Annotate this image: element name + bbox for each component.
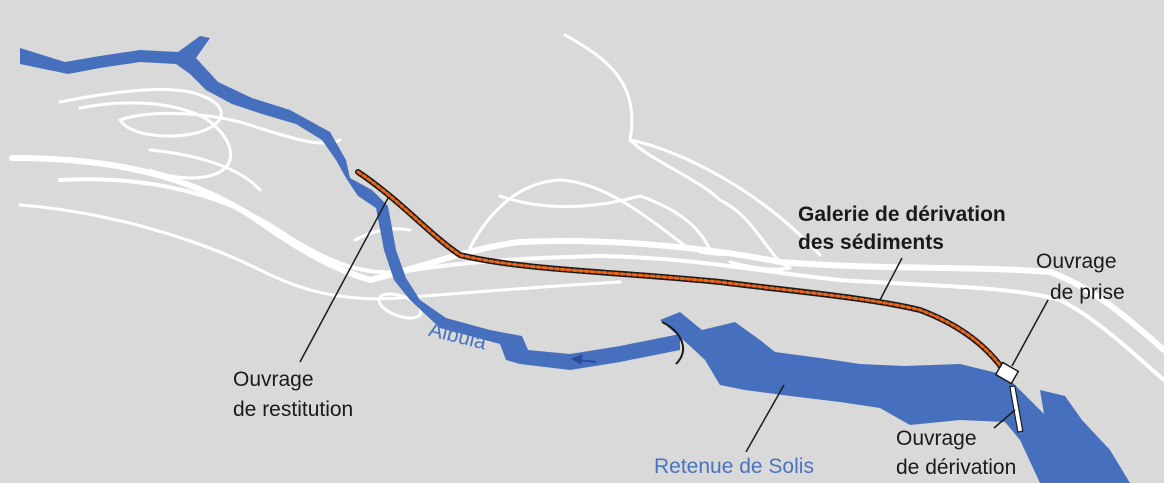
road-upper-left-2	[78, 101, 233, 180]
label-reservoir: Retenue de Solis	[654, 455, 814, 478]
leader-reservoir	[745, 384, 785, 453]
label-diversion-line1: Ouvrage	[896, 427, 977, 450]
tunnel-core	[356, 170, 1004, 370]
road-upper-left-3	[148, 148, 262, 192]
leader-outlet	[299, 197, 389, 363]
label-intake-line1: Ouvrage	[1036, 250, 1117, 273]
label-outlet-line1: Ouvrage	[233, 368, 314, 391]
label-tunnel-line2: des sédiments	[798, 231, 944, 254]
road-railway	[58, 177, 1164, 382]
leader-lines	[299, 197, 1049, 453]
leader-tunnel	[879, 257, 903, 301]
road-north	[563, 33, 782, 264]
sediment-tunnel	[355, 169, 1005, 371]
label-diversion-line2: de dérivation	[896, 456, 1017, 479]
road-lower	[18, 203, 622, 301]
leader-intake	[1011, 299, 1049, 367]
river-albula	[20, 36, 680, 370]
label-outlet-line2: de restitution	[233, 398, 354, 421]
road-north-2	[628, 138, 822, 257]
flow-arrow	[570, 354, 597, 365]
road-loop	[468, 178, 692, 252]
label-tunnel-line1: Galerie de dérivation	[798, 203, 1006, 226]
road-upper-left	[58, 88, 342, 145]
water-bodies	[20, 36, 1130, 483]
intake-structure	[994, 361, 1020, 385]
road-switch	[698, 250, 792, 271]
leader-diversion	[993, 409, 1016, 429]
road-roundabout	[377, 292, 423, 320]
label-intake-line2: de prise	[1050, 281, 1125, 304]
reservoir-arm	[1040, 390, 1130, 483]
road-loop-2	[498, 194, 712, 252]
reservoir-solis	[660, 312, 1130, 483]
road-network	[9, 33, 1164, 382]
dam-outline	[661, 321, 684, 365]
diversion-structure	[1009, 385, 1024, 433]
